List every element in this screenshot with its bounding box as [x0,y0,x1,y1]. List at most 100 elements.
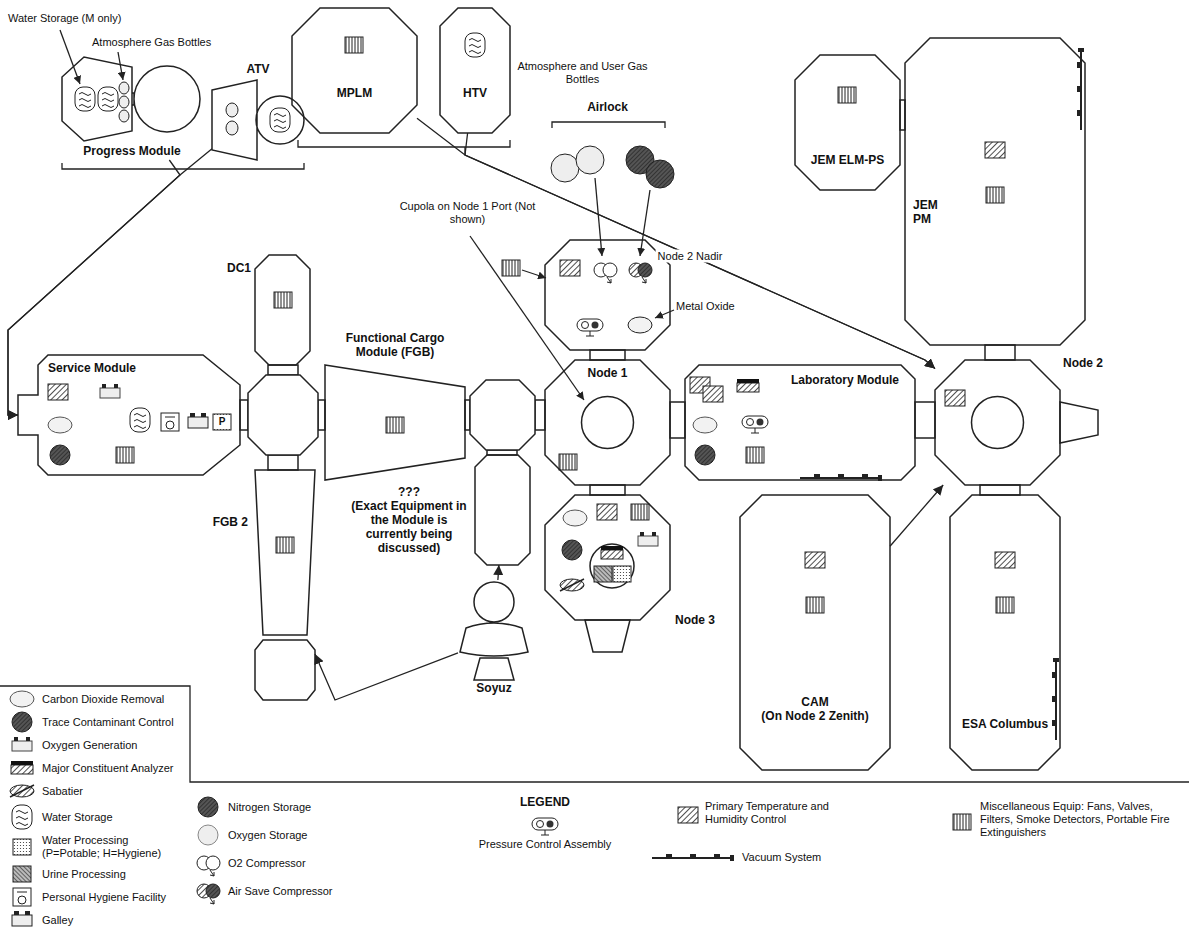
module-box: ???(Exact Equipment in the Module is cur… [475,455,530,565]
gas-bottle [226,121,238,135]
module-box: Node 1 [545,360,670,485]
legend-label: Oxygen Storage [228,829,346,842]
bracket [62,163,304,169]
tunnel [535,400,545,430]
module-outline [458,580,530,698]
module-box: Service Module [18,355,240,475]
module-label: Service Module [48,361,158,375]
thc-icon [597,504,617,520]
gas-bottle [119,96,129,108]
legend-swatch [2,859,42,889]
legend-symbol [532,818,558,835]
legend-swatch [2,707,42,737]
mca-icon [737,379,759,392]
legend-label: Trace Contaminant Control [42,716,182,729]
legend-symbol [198,825,218,845]
misc-icon [274,292,292,308]
module-shape [255,255,310,365]
connector-arrow [315,653,458,700]
legend-entry: Oxygen Storage [228,829,346,842]
misc-icon [746,447,764,463]
legend-swatch [2,776,42,806]
air-save-compressor-icon [629,263,652,283]
legend-entry: Water Processing (P=Potable; H=Hygiene) [42,834,182,860]
module-outline [905,38,1085,345]
pca-icon [742,416,768,433]
module-label: Node 2 [1063,356,1123,370]
legend-symbol [678,807,698,823]
module-outline [545,495,670,620]
module-outline [935,360,1060,485]
legend-label: Sabatier [42,785,182,798]
module-shape [255,470,315,700]
connector-arrow [497,565,499,580]
legend-label: Personal Hygiene Facility [42,891,182,904]
module-label: Node 1 [545,366,670,380]
tunnel [590,485,625,495]
legend-label: Primary Temperature and Humidity Control [705,800,830,826]
gas-bottle [226,103,238,117]
water-storage-icon [75,87,95,111]
module-outline [212,62,304,160]
legend-swatch [650,850,736,864]
mca-icon [601,546,623,559]
legend-symbol [13,866,31,882]
misc-icon [996,597,1014,613]
module-shape [545,360,670,485]
module-label: CAM [740,695,890,709]
legend-label: Carbon Dioxide Removal [42,693,182,706]
bracket [552,122,665,128]
co2-removal-icon [693,417,717,433]
module-label: ??? [350,485,468,499]
module-box: Node 3 [545,495,670,620]
module-shape [545,495,670,620]
leader-line [655,310,674,318]
o2-generation-icon [638,532,658,546]
module-label: Node 3 [675,613,725,627]
o2-generation-icon [100,384,120,398]
legend-label: Water Processing (P=Potable; H=Hygiene) [42,834,182,860]
module-shape [460,582,528,680]
label-box: Cupola on Node 1 Port (Not shown) [395,200,540,226]
legend-entry: Major Constituent Analyzer [42,762,182,775]
module-box: Progress Module [62,55,202,160]
legend-label: Air Save Compressor [228,885,346,898]
module-box: ATV [212,62,304,160]
module-outline [255,255,310,365]
module-label: FGB 2 [200,515,248,529]
module-shape [685,365,915,480]
module-outline [545,100,670,350]
callout-label: LEGEND [505,796,585,809]
thc-icon [703,386,723,402]
misc-icon [559,454,577,470]
legend-swatch [2,905,42,935]
water-storage-icon [98,87,118,111]
label-box: Atmosphere Gas Bottles [92,36,242,49]
module-shape [475,455,530,565]
tunnel [318,400,325,430]
module-shape [905,38,1085,345]
connector-arrow [890,485,943,546]
legend-swatch [2,730,42,760]
module-label: ATV [212,62,304,76]
legend-symbol [12,911,32,926]
leader-line [522,270,546,278]
callout-label: Atmosphere and User Gas Bottles [515,60,650,86]
leader-line [640,190,650,256]
connector-arrow [465,133,935,369]
module-box: DC1 [255,255,310,365]
edge-label-box: Node 2 Nadir [656,250,725,263]
hub-module [248,375,318,455]
o2-compressor-icon [594,263,617,283]
legend-symbol [652,854,734,861]
legend-label: Pressure Control Assembly [470,838,620,851]
module-box: HTV [440,8,510,133]
thc-icon [995,552,1015,568]
label-box: P [214,415,230,428]
legend-swatch [2,684,42,714]
legend-entry: Personal Hygiene Facility [42,891,182,904]
misc-icon [345,37,363,53]
legend-label: Galley [42,914,182,927]
legend-symbol [197,856,220,876]
legend-swatch [525,809,565,839]
